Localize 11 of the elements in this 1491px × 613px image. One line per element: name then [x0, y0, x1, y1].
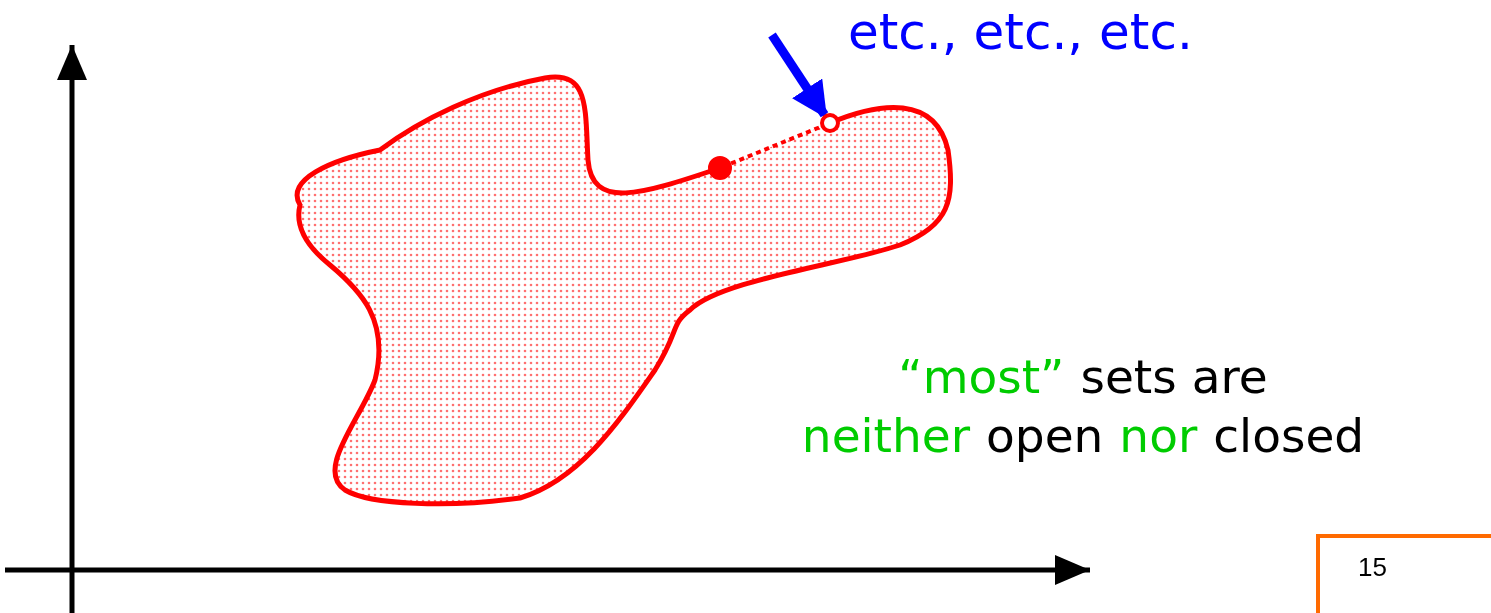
connector-line — [730, 124, 822, 166]
arrow — [768, 32, 829, 119]
statement-text: neither — [801, 407, 971, 463]
statement-text: sets are — [1080, 349, 1268, 404]
filled-point — [708, 156, 732, 180]
statement-text: open — [986, 407, 1104, 463]
statement-text: nor — [1119, 407, 1198, 463]
statement-text: “most” — [898, 349, 1065, 404]
statement-text: closed — [1213, 407, 1365, 463]
page-number: 15 — [1358, 552, 1387, 583]
annotation-text: etc., etc., etc. — [848, 2, 1193, 62]
